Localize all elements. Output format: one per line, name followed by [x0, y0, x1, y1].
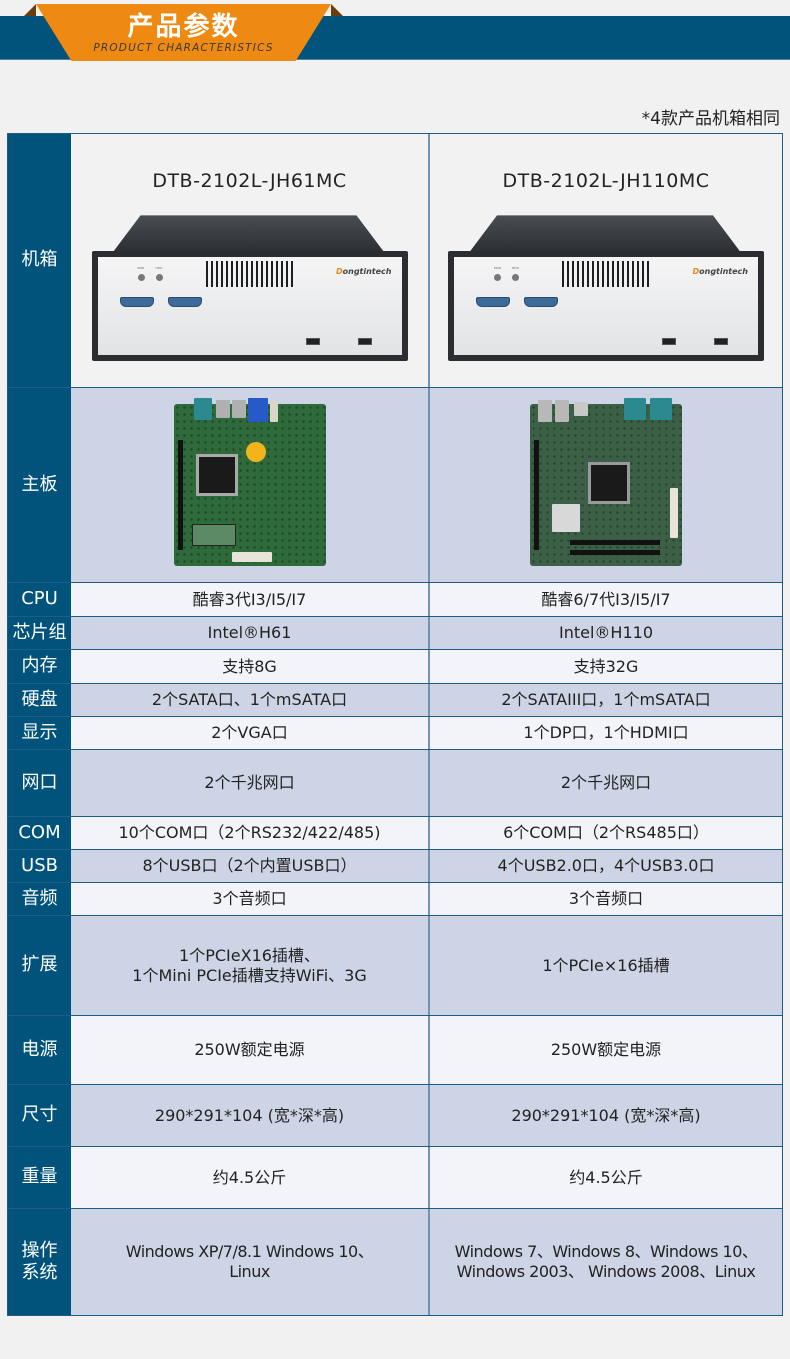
vent-grille — [205, 261, 296, 288]
row-chassis: 机箱 DTB-2102L-JH61MC PWR HDD Dongtintech — [8, 134, 782, 387]
chassis-cell-2: DTB-2102L-JH110MC PWR HDD Dongtintech — [430, 134, 782, 387]
spec-value: 3个音频口 — [71, 883, 430, 915]
row-label: 芯片组 — [8, 617, 71, 649]
row-dimensions: 尺寸 290*291*104 (宽*深*高) 290*291*104 (宽*深*… — [8, 1084, 782, 1146]
usb-port-icon — [714, 338, 728, 346]
row-label: USB — [8, 850, 71, 882]
motherboard-image-h61 — [173, 398, 326, 566]
section-subtitle: PRODUCT CHARACTERISTICS — [93, 42, 274, 54]
row-motherboard: 主板 — [8, 387, 782, 582]
motherboard-image-h110 — [530, 398, 682, 566]
row-chipset: 芯片组 Intel®H61 Intel®H110 — [8, 616, 782, 649]
row-os: 操作 系统 Windows XP/7/8.1 Windows 10、 Linux… — [8, 1208, 782, 1315]
chassis-image: PWR HDD Dongtintech — [91, 215, 408, 365]
banner-fold-right — [331, 4, 343, 16]
spec-value: 1个DP口，1个HDMI口 — [430, 717, 782, 749]
row-label: 内存 — [8, 650, 71, 683]
section-banner: 产品参数 PRODUCT CHARACTERISTICS — [0, 0, 790, 62]
row-label: 网口 — [8, 750, 71, 816]
model-name: DTB-2102L-JH110MC — [502, 169, 710, 192]
serial-port-icon — [476, 297, 510, 308]
spec-value: 约4.5公斤 — [71, 1147, 430, 1208]
row-memory: 内存 支持8G 支持32G — [8, 649, 782, 683]
row-label: 硬盘 — [8, 684, 71, 716]
serial-port-icon — [119, 297, 154, 308]
row-label: 扩展 — [8, 916, 71, 1015]
row-label: 主板 — [8, 388, 71, 582]
spec-value: 3个音频口 — [430, 883, 782, 915]
row-expansion: 扩展 1个PCIeX16插槽、 1个Mini PCIe插槽支持WiFi、3G 1… — [8, 915, 782, 1015]
row-label: COM — [8, 817, 71, 849]
brand-logo: Dongtintech — [692, 267, 748, 277]
spec-value: 250W额定电源 — [71, 1016, 430, 1084]
chassis-image: PWR HDD Dongtintech — [448, 215, 764, 365]
chassis-cell-1: DTB-2102L-JH61MC PWR HDD Dongtintech — [71, 134, 430, 387]
spec-value: 6个COM口（2个RS485口） — [430, 817, 782, 849]
motherboard-cell-1 — [71, 388, 430, 582]
vent-grille — [562, 261, 652, 288]
row-label: 音频 — [8, 883, 71, 915]
row-label: 尺寸 — [8, 1085, 71, 1146]
spec-value: 2个千兆网口 — [430, 750, 782, 816]
row-label: 操作 系统 — [8, 1209, 71, 1315]
row-label: CPU — [8, 583, 71, 616]
hdd-led-icon — [512, 274, 519, 282]
spec-value: 1个PCIe×16插槽 — [430, 916, 782, 1015]
spec-value: 约4.5公斤 — [430, 1147, 782, 1208]
usb-port-icon — [305, 338, 320, 346]
row-com: COM 10个COM口（2个RS232/422/485) 6个COM口（2个RS… — [8, 816, 782, 849]
usb-port-icon — [662, 338, 676, 346]
spec-value: Windows XP/7/8.1 Windows 10、 Linux — [71, 1209, 430, 1315]
spec-value: 2个SATA口、1个mSATA口 — [71, 684, 430, 716]
spec-value: 250W额定电源 — [430, 1016, 782, 1084]
motherboard-cell-2 — [430, 388, 782, 582]
row-label: 机箱 — [8, 134, 71, 387]
spec-value: 8个USB口（2个内置USB口） — [71, 850, 430, 882]
spec-value: 2个SATAIII口，1个mSATA口 — [430, 684, 782, 716]
row-storage: 硬盘 2个SATA口、1个mSATA口 2个SATAIII口，1个mSATA口 — [8, 683, 782, 716]
banner-tab — [36, 4, 331, 61]
spec-value: 290*291*104 (宽*深*高) — [71, 1085, 430, 1146]
spec-value: Intel®H110 — [430, 617, 782, 649]
hdd-led-icon — [155, 274, 163, 282]
spec-value: 10个COM口（2个RS232/422/485) — [71, 817, 430, 849]
power-led-icon — [494, 274, 501, 282]
banner-fold-left — [24, 4, 36, 16]
serial-port-icon — [167, 297, 202, 308]
power-led-icon — [137, 274, 145, 282]
spec-table: 机箱 DTB-2102L-JH61MC PWR HDD Dongtintech — [7, 133, 783, 1316]
row-label: 显示 — [8, 717, 71, 749]
chassis-note: *4款产品机箱相同 — [641, 109, 780, 129]
row-usb: USB 8个USB口（2个内置USB口） 4个USB2.0口，4个USB3.0口 — [8, 849, 782, 882]
spec-value: Intel®H61 — [71, 617, 430, 649]
row-display: 显示 2个VGA口 1个DP口，1个HDMI口 — [8, 716, 782, 749]
row-power: 电源 250W额定电源 250W额定电源 — [8, 1015, 782, 1084]
row-weight: 重量 约4.5公斤 约4.5公斤 — [8, 1146, 782, 1208]
row-cpu: CPU 酷睿3代I3/I5/I7 酷睿6/7代I3/I5/I7 — [8, 582, 782, 616]
spec-value: 1个PCIeX16插槽、 1个Mini PCIe插槽支持WiFi、3G — [71, 916, 430, 1015]
spec-value: 支持32G — [430, 650, 782, 683]
spec-value: Windows 7、Windows 8、Windows 10、 Windows … — [430, 1209, 782, 1315]
spec-value: 2个千兆网口 — [71, 750, 430, 816]
spec-value: 4个USB2.0口，4个USB3.0口 — [430, 850, 782, 882]
section-title: 产品参数 — [127, 12, 240, 42]
model-name: DTB-2102L-JH61MC — [152, 169, 347, 192]
row-label: 重量 — [8, 1147, 71, 1208]
spec-value: 2个VGA口 — [71, 717, 430, 749]
spec-value: 酷睿6/7代I3/I5/I7 — [430, 583, 782, 616]
spec-value: 支持8G — [71, 650, 430, 683]
spec-value: 酷睿3代I3/I5/I7 — [71, 583, 430, 616]
row-label: 电源 — [8, 1016, 71, 1084]
spec-value: 290*291*104 (宽*深*高) — [430, 1085, 782, 1146]
row-network: 网口 2个千兆网口 2个千兆网口 — [8, 749, 782, 816]
serial-port-icon — [524, 297, 558, 308]
row-audio: 音频 3个音频口 3个音频口 — [8, 882, 782, 915]
brand-logo: Dongtintech — [335, 267, 392, 277]
usb-port-icon — [357, 338, 372, 346]
